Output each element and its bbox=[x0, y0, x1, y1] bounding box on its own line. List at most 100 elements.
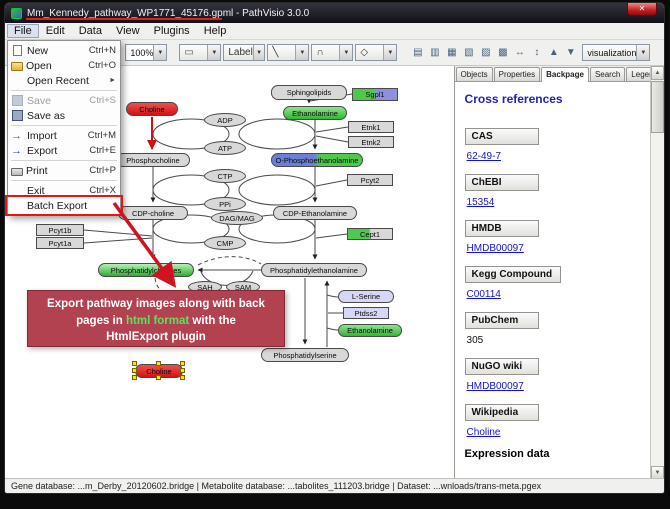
zoom-dropdown-arrow-icon[interactable]: ▼ bbox=[153, 45, 167, 60]
file-menu-item-batch-export[interactable]: Batch Export bbox=[5, 195, 123, 216]
crossref-header-nugo-wiki: NuGO wiki bbox=[464, 358, 539, 375]
zoom-select[interactable]: 100% ▼ bbox=[125, 44, 168, 61]
crossref-value-line: 15354 bbox=[467, 197, 644, 208]
node-atp[interactable]: ATP bbox=[204, 141, 246, 155]
file-menu-item-save-as[interactable]: Save as bbox=[8, 108, 120, 123]
node-ptdss2[interactable]: Ptdss2 bbox=[343, 307, 389, 319]
arc-tool-dropdown-arrow-icon[interactable]: ▼ bbox=[339, 45, 353, 60]
menu-separator bbox=[11, 125, 117, 126]
crossref-link-15354[interactable]: 15354 bbox=[466, 197, 495, 208]
menu-help[interactable]: Help bbox=[203, 25, 227, 37]
datanode-tool-icon bbox=[184, 48, 193, 58]
node-cdp-choline[interactable]: CDP-choline bbox=[118, 206, 188, 220]
node-cdp-ethanolamine[interactable]: CDP-Ethanolamine bbox=[273, 206, 357, 220]
node-choline[interactable]: Choline bbox=[126, 102, 178, 116]
align-right-icon[interactable] bbox=[443, 44, 460, 62]
align-top-icon[interactable] bbox=[460, 44, 477, 62]
file-menu-item-open-recent[interactable]: Open Recent► bbox=[8, 73, 120, 88]
node-pcyt1a[interactable]: Pcyt1a bbox=[36, 237, 84, 249]
menu-file[interactable]: File bbox=[7, 24, 39, 38]
label-tool[interactable]: Label▼ bbox=[223, 44, 266, 61]
shape-tool[interactable]: ▼ bbox=[355, 44, 398, 61]
align-center-horizontal-icon[interactable] bbox=[426, 44, 443, 62]
line-tool[interactable]: ▼ bbox=[267, 44, 310, 61]
titlebar: Mm_Kennedy_pathway_WP1771_45176.gpml - P… bbox=[5, 3, 664, 23]
send-to-back-icon[interactable] bbox=[562, 44, 579, 62]
line-tool-dropdown-arrow-icon[interactable]: ▼ bbox=[295, 45, 309, 60]
annotation-highlight: html format bbox=[125, 314, 190, 327]
node-pcyt1b[interactable]: Pcyt1b bbox=[36, 224, 84, 236]
scrollbar-thumb[interactable] bbox=[651, 81, 664, 133]
node-l-serine[interactable]: L-Serine bbox=[338, 290, 394, 303]
node-ethanolamine[interactable]: Ethanolamine bbox=[338, 324, 402, 337]
align-left-icon[interactable] bbox=[409, 44, 426, 62]
selection-handle[interactable] bbox=[180, 368, 185, 373]
node-sgpl1[interactable]: Sgpl1 bbox=[352, 88, 398, 101]
label-tool-dropdown-arrow-icon[interactable]: ▼ bbox=[252, 45, 265, 60]
node-ctp[interactable]: CTP bbox=[204, 169, 246, 183]
node-etnk1[interactable]: Etnk1 bbox=[348, 121, 394, 133]
distribute-horizontal-icon[interactable] bbox=[511, 44, 528, 62]
visualization-dropdown-arrow-icon[interactable]: ▼ bbox=[636, 45, 650, 60]
node-cept1[interactable]: Cept1 bbox=[347, 228, 393, 240]
crossref-link-choline[interactable]: Choline bbox=[466, 427, 501, 438]
shape-tool-dropdown-arrow-icon[interactable]: ▼ bbox=[383, 45, 397, 60]
node-ppi[interactable]: PPi bbox=[204, 197, 246, 211]
bring-to-front-icon[interactable] bbox=[545, 44, 562, 62]
node-phosphatidylcholines[interactable]: Phosphatidylcholines bbox=[98, 263, 194, 277]
node-phosphatidylserine[interactable]: Phosphatidylserine bbox=[261, 348, 349, 362]
app-icon bbox=[11, 7, 22, 19]
crossref-link-hmdb00097[interactable]: HMDB00097 bbox=[466, 243, 524, 254]
datanode-tool[interactable]: ▼ bbox=[179, 44, 222, 61]
backpage-scrollbar[interactable]: ▲ ▼ bbox=[650, 66, 664, 480]
node-phosphatidylethanolamine[interactable]: Phosphatidylethanolamine bbox=[261, 263, 367, 277]
node-pcyt2[interactable]: Pcyt2 bbox=[347, 174, 393, 186]
tab-objects[interactable]: Objects bbox=[455, 67, 493, 81]
menu-plugins[interactable]: Plugins bbox=[153, 25, 190, 37]
selection-handle[interactable] bbox=[132, 368, 137, 373]
node-o-phosphoethanolamine[interactable]: O-Phosphoethanolamine bbox=[271, 153, 363, 167]
selection-handle[interactable] bbox=[156, 361, 161, 366]
crossref-link-c00114[interactable]: C00114 bbox=[466, 289, 501, 300]
menu-view[interactable]: View bbox=[115, 25, 140, 37]
node-cmp[interactable]: CMP bbox=[204, 236, 246, 250]
selection-handle[interactable] bbox=[132, 361, 137, 366]
align-bottom-icon[interactable] bbox=[494, 44, 511, 62]
tab-backpage[interactable]: Backpage bbox=[541, 67, 589, 82]
node-ethanolamine[interactable]: Ethanolamine bbox=[283, 106, 347, 120]
crossref-link-62-49-7[interactable]: 62-49-7 bbox=[466, 151, 502, 162]
selection-handle[interactable] bbox=[132, 375, 137, 380]
menu-data[interactable]: Data bbox=[78, 25, 102, 37]
file-menu-item-label: Save bbox=[27, 94, 51, 107]
crossref-value-line: C00114 bbox=[467, 289, 644, 300]
node-dag-mag[interactable]: DAG/MAG bbox=[211, 211, 263, 225]
visualization-select[interactable]: visualization ▼ bbox=[582, 44, 651, 61]
arc-tool[interactable]: ▼ bbox=[311, 44, 354, 61]
selection-handle[interactable] bbox=[180, 375, 185, 380]
tab-search[interactable]: Search bbox=[589, 67, 626, 81]
crossref-link-hmdb00097[interactable]: HMDB00097 bbox=[466, 381, 524, 392]
node-phosphocholine[interactable]: Phosphocholine bbox=[116, 153, 190, 167]
node-adp[interactable]: ADP bbox=[204, 113, 246, 127]
scroll-up-icon[interactable]: ▲ bbox=[651, 66, 664, 80]
node-etnk2[interactable]: Etnk2 bbox=[348, 136, 394, 148]
tab-properties[interactable]: Properties bbox=[493, 67, 541, 81]
align-middle-icon[interactable] bbox=[477, 44, 494, 62]
datanode-tool-dropdown-arrow-icon[interactable]: ▼ bbox=[207, 45, 221, 60]
label-tool-icon: Label bbox=[228, 46, 253, 58]
node-sphingolipids[interactable]: Sphingolipids bbox=[271, 85, 347, 100]
menu-edit[interactable]: Edit bbox=[45, 25, 65, 37]
distribute-vertical-icon[interactable] bbox=[528, 44, 545, 62]
close-button[interactable]: ✕ bbox=[627, 3, 657, 16]
crossref-header-cas: CAS bbox=[464, 128, 539, 145]
selection-handle[interactable] bbox=[180, 361, 185, 366]
selection-handle[interactable] bbox=[156, 375, 161, 380]
